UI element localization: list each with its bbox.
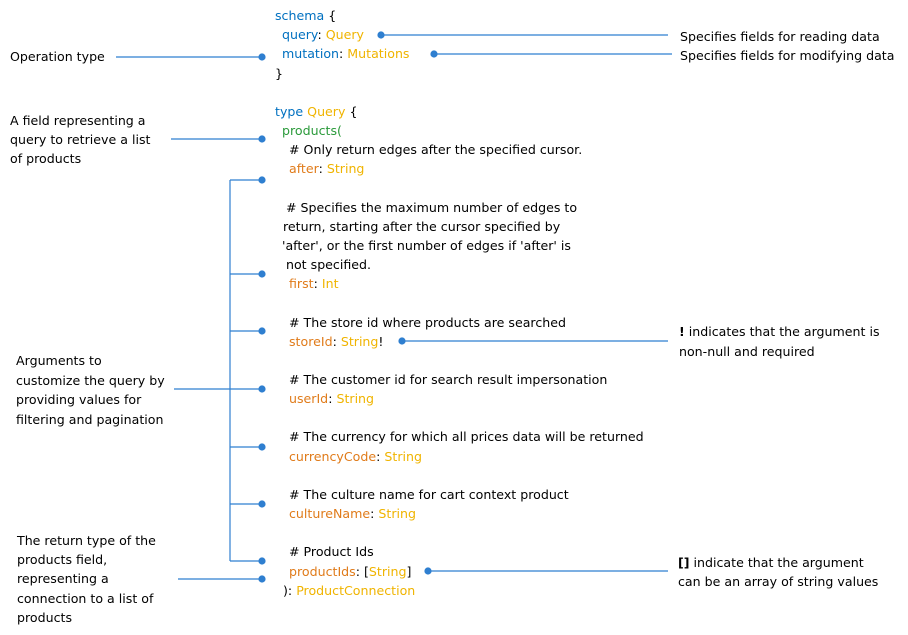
arg-userId: userId: String [289,391,375,406]
arg-comment: not specified. [286,257,372,272]
note-return-line: products field, [17,552,108,567]
note-non-null-line: non-null and required [679,344,815,359]
arg-storeId: storeId: String! [289,334,384,349]
note-operation-type: Operation type [10,49,105,64]
arg-comment: return, starting after the cursor specif… [283,219,561,234]
arg-after: after: String [289,161,365,176]
note-field-line: of products [10,151,82,166]
connector-dot [258,443,266,451]
note-field-line: query to retrieve a list [10,132,151,147]
note-arguments-line: customize the query by [16,373,165,388]
arg-comment: # Specifies the maximum number of edges … [286,200,578,215]
arg-productIds: productIds: [String] [289,564,412,579]
schema-line: schema { [275,8,337,23]
note-return-line: representing a [17,571,109,586]
return-line: ): ProductConnection [283,583,416,598]
connector-dot [258,270,266,278]
note-field-line: A field representing a [10,113,146,128]
note-array-line: can be an array of string values [678,574,879,589]
schema-keyword: schema [275,8,325,23]
connector-dot [258,327,266,335]
note-arguments-line: filtering and pagination [16,412,164,427]
arg-comment: # Only return edges after the specified … [289,142,583,157]
arg-cultureName: cultureName: String [289,506,416,521]
note-arguments-line: Arguments to [16,353,102,368]
note-non-null: ! indicates that the argument is [679,324,880,339]
query-line: query: Query [282,27,364,42]
connector-dot [424,567,432,575]
type-line: type Query { [275,104,358,119]
note-reading: Specifies fields for reading data [680,29,880,44]
connector-dot [258,500,266,508]
arg-comment: # The store id where products are search… [289,315,566,330]
connector-dot [258,176,266,184]
products-field: products( [282,123,342,138]
connector-dot [258,135,266,143]
arg-comment: 'after', or the first number of edges if… [282,238,571,253]
connector-dot [258,53,266,61]
connector-dot [258,557,266,565]
note-return-line: The return type of the [17,533,156,548]
arg-currencyCode: currencyCode: String [289,449,422,464]
mutation-line: mutation: Mutations [282,46,410,61]
connector-dot [258,385,266,393]
note-return-line: connection to a list of [17,591,154,606]
note-modifying: Specifies fields for modifying data [680,48,895,63]
arg-comment: # The culture name for cart context prod… [289,487,569,502]
connector-dot [258,575,266,583]
arg-first: first: Int [289,276,339,291]
arg-comment: # Product Ids [289,544,374,559]
connector-dot [398,337,406,345]
note-arguments-line: providing values for [16,392,142,407]
arg-comment: # The currency for which all prices data… [289,429,644,444]
note-return-line: products [17,610,72,625]
arg-comment: # The customer id for search result impe… [289,372,608,387]
schema-close: } [275,66,284,81]
connector-dot [377,31,385,39]
note-array: [] indicate that the argument [678,555,864,570]
connector-dot [430,50,438,58]
